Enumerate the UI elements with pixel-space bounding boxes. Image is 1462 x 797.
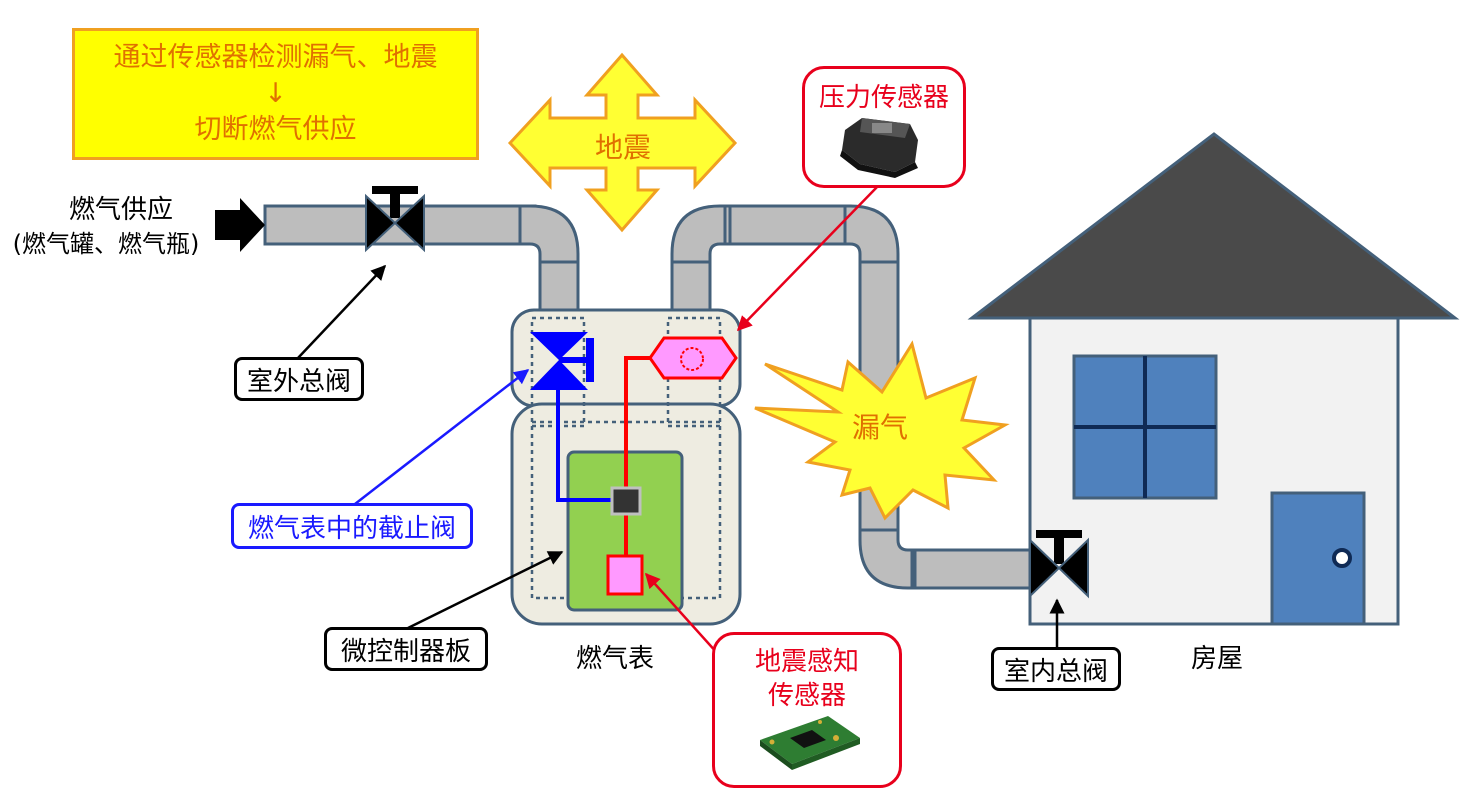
outdoor-valve-label: 室外总阀 [234,357,364,401]
gas-supply-label: 燃气供应 [68,195,173,225]
note-arrow: ↓ [264,78,287,109]
gas-inlet-arrow [215,198,265,252]
house [967,132,1460,626]
leak-label: 漏气 [851,411,908,444]
pointer-meter-valve [354,369,530,505]
house-label: 房屋 [1190,644,1243,674]
seismic-sensor-label-1: 地震感知 [754,647,859,677]
meter-shutoff-valve-icon [530,332,594,390]
gas-supply-sublabel: (燃气罐、燃气瓶) [12,230,200,258]
outdoor-valve-icon [365,186,425,253]
earthquake-arrows-icon [507,52,738,233]
indoor-valve-icon [1029,530,1089,599]
meter-shutoff-valve-label: 燃气表中的截止阀 [231,503,473,549]
pipe-joints [366,206,917,588]
shutoff-control-line [556,380,612,502]
earthquake-label: 地震 [594,131,651,164]
pressure-sensor-module [648,336,738,380]
seismic-sensor-callout: 地震感知 传感器 [712,632,902,788]
note-line-2: 切断燃气供应 [194,114,357,145]
pressure-signal-line [624,356,650,488]
summary-note: 通过传感器检测漏气、地震 ↓ 切断燃气供应 [72,28,479,160]
pointer-outdoor-valve [297,264,387,359]
leak-burst-icon [754,340,1010,521]
pointer-seismic-sensor [644,572,719,655]
microcontroller-board-label: 微控制器板 [324,627,488,671]
processor-chip [610,486,642,516]
door-knob [1332,548,1352,568]
pressure-sensor-label: 压力传感器 [818,83,949,113]
note-line-1: 通过传感器检测漏气、地震 [113,42,438,73]
pointer-board [407,550,564,630]
seismic-sensor-module [606,554,644,596]
gas-meter-label: 燃气表 [575,644,654,674]
indoor-valve-label: 室内总阀 [991,647,1121,691]
seismic-sensor-label-2: 传感器 [767,681,846,711]
pressure-sensor-callout: 压力传感器 [802,66,966,188]
pointer-pressure-sensor [736,185,879,332]
